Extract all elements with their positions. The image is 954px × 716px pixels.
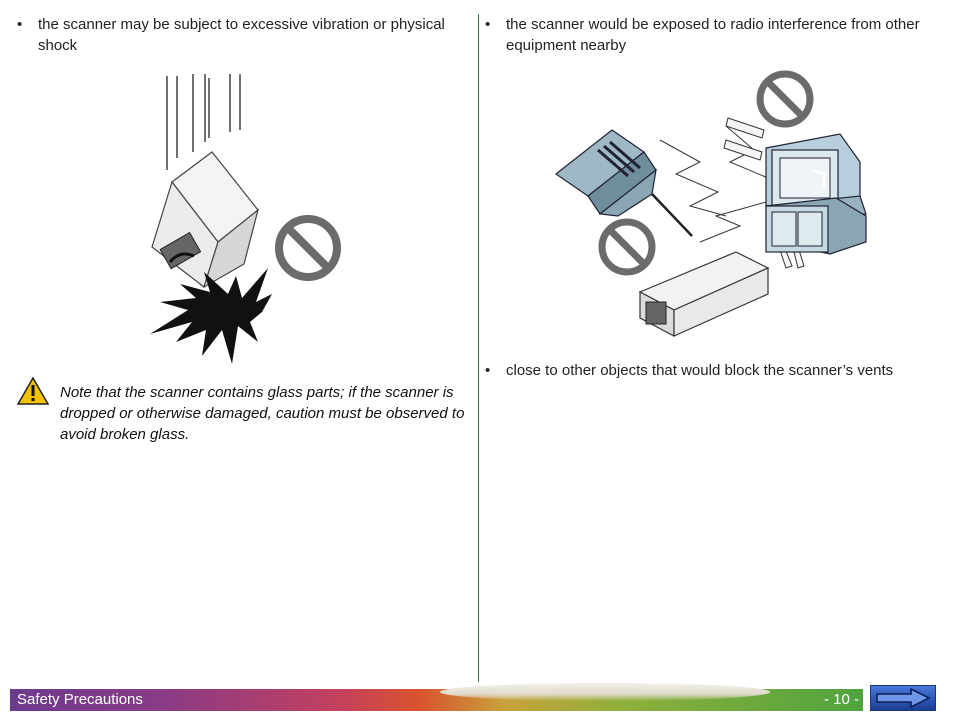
left-bullet-text: the scanner may be subject to excessive …	[38, 16, 445, 54]
right-bullet-item-2: • close to other objects that would bloc…	[485, 360, 936, 381]
right-bullet-text-1: the scanner would be exposed to radio in…	[506, 16, 920, 54]
page-number: - 10 -	[823, 691, 859, 708]
prohibited-icon	[598, 218, 656, 276]
falling-scanner-illustration	[150, 74, 272, 364]
scanner-body	[151, 151, 260, 289]
film-scanner	[638, 251, 770, 337]
footer-swoosh-decoration	[440, 683, 770, 701]
next-page-arrow-icon	[876, 687, 931, 709]
column-divider	[478, 14, 479, 682]
prohibited-icon	[756, 70, 814, 128]
next-page-button[interactable]	[870, 685, 936, 711]
right-bullet-text-2: close to other objects that would block …	[506, 362, 894, 379]
prohibited-icon	[275, 215, 341, 281]
section-title: Safety Precautions	[17, 691, 143, 708]
glass-caution-note: Note that the scanner contains glass par…	[60, 384, 465, 443]
impact-burst	[150, 268, 272, 364]
warning-triangle-icon	[16, 376, 50, 405]
left-bullet-item: • the scanner may be subject to excessiv…	[17, 14, 470, 56]
bullet-marker: •	[485, 362, 491, 379]
power-drill	[554, 129, 693, 237]
right-bullet-item-1: • the scanner would be exposed to radio …	[485, 14, 936, 56]
bullet-marker: •	[17, 16, 23, 33]
bullet-marker: •	[485, 16, 491, 33]
radio-interference-illustration	[554, 117, 867, 337]
computer-desk-cabinet	[765, 197, 867, 255]
motion-lines	[166, 74, 241, 170]
